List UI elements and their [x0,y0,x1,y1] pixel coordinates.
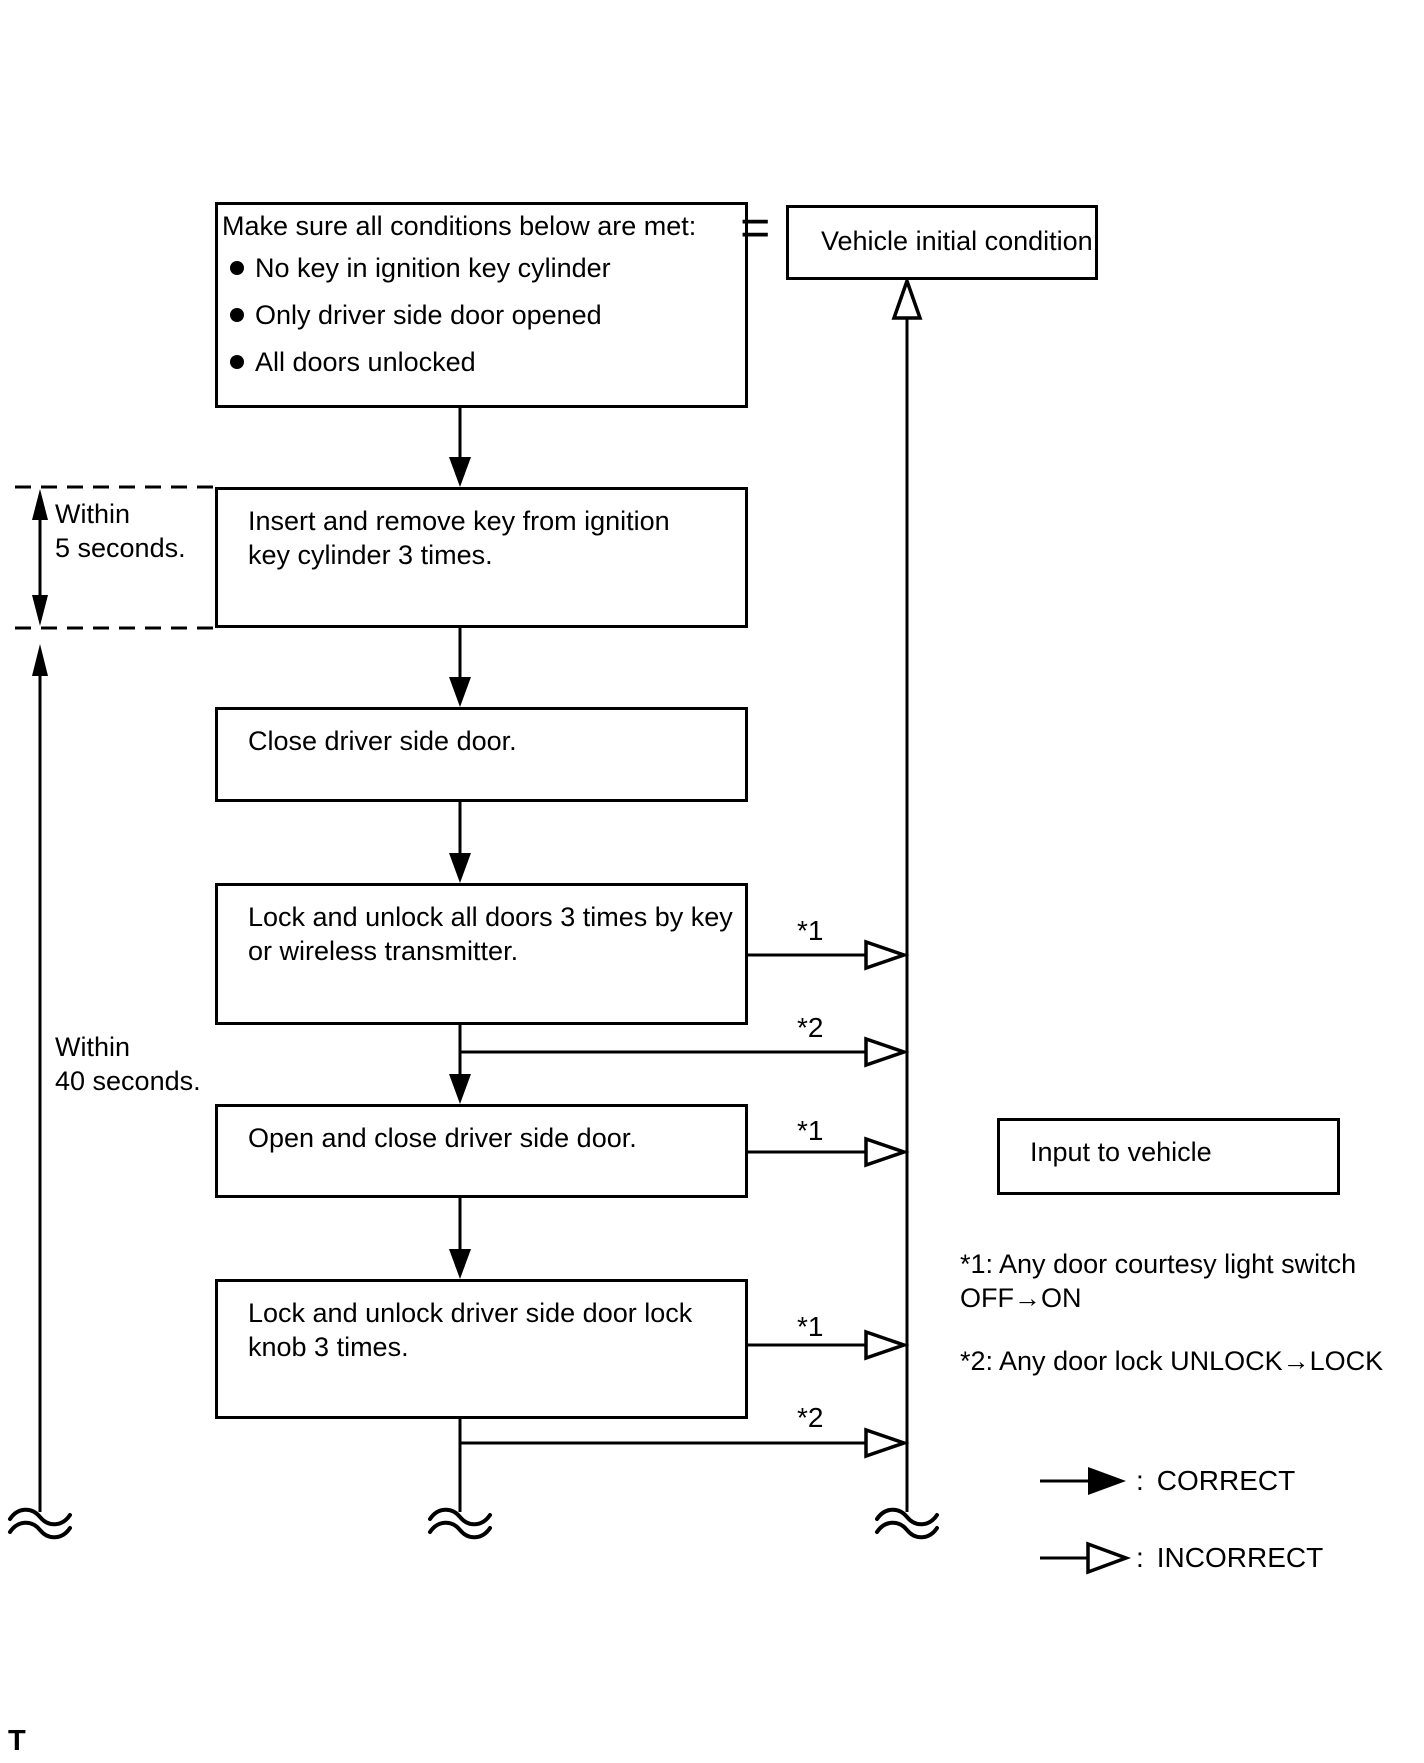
legend-colon: : [1136,1542,1144,1573]
timer-text: 5 seconds. [55,533,186,563]
step-box-open-close-door: Open and close driver side door. [215,1104,748,1198]
connector-label-star1: *1 [797,1115,824,1146]
timer-text: Within [55,1032,131,1062]
break-mark-icon [428,1507,492,1540]
condition-bullet-text: All doors unlocked [255,347,476,377]
step-box-lock-unlock-all-doors: Lock and unlock all doors 3 times by key… [215,883,748,1025]
open-arrowhead-icon [864,1136,910,1168]
bullet-dot-icon [230,308,244,322]
step-box-lock-knob: Lock and unlock driver side door lock kn… [215,1279,748,1419]
timer-text: 40 seconds. [55,1066,201,1096]
flow-arrow-down-icon [449,408,471,487]
vehicle-feedback-line [891,275,923,1512]
open-arrowhead-icon [864,1036,910,1068]
step-box-close-door: Close driver side door. [215,707,748,802]
correct-arrow-icon [1040,1467,1126,1495]
step-text: Insert and remove key from ignition [248,506,670,536]
break-mark-icon [875,1507,939,1540]
bullet-dot-icon [230,261,244,275]
legend-correct-label: CORRECT [1156,1465,1296,1496]
open-arrowhead-icon [864,939,910,971]
connector-label-star1: *1 [797,1311,824,1342]
step-text: or wireless transmitter. [248,936,519,966]
timer-text: Within [55,499,131,529]
open-up-arrowhead-icon [891,275,923,320]
break-mark-icon [8,1507,72,1540]
timer-label-5-seconds: Within 5 seconds. [55,497,186,565]
equals-sign: = [740,199,771,257]
footnote-star2: *2: Any door lock UNLOCK→LOCK [960,1344,1383,1378]
connector-label-star1: *1 [797,915,824,946]
footnote-text: *2: Any door lock UNLOCK→LOCK [960,1346,1384,1376]
input-to-vehicle-label: Input to vehicle [1030,1137,1212,1167]
page-marker: T [8,1725,26,1757]
footnote-text: *1: Any door courtesy light switch [960,1249,1357,1279]
condition-bullet-text: No key in ignition key cylinder [255,253,611,283]
step-box-insert-key: Insert and remove key from ignition key … [215,487,748,628]
step-text: Lock and unlock all doors 3 times by key [248,902,733,932]
condition-box-title: Make sure all conditions below are met: [222,211,697,241]
bullet-dot-icon [230,355,244,369]
forty-seconds-range-arrow-icon [32,644,48,1512]
legend-colon: : [1136,1465,1144,1496]
step-text: Lock and unlock driver side door lock [248,1298,693,1328]
condition-bullet: No key in ignition key cylinder [230,251,611,285]
timer-label-40-seconds: Within 40 seconds. [55,1030,201,1098]
flow-arrow-down-icon [449,1198,471,1279]
step-text: key cylinder 3 times. [248,540,493,570]
step-text: Close driver side door. [248,726,517,756]
flow-arrow-down-icon [449,1025,471,1104]
connector-label-star2: *2 [797,1012,824,1043]
step-text: knob 3 times. [248,1332,409,1362]
condition-bullet: Only driver side door opened [230,298,602,332]
flow-arrow-down-icon [449,802,471,883]
input-to-vehicle-box: Input to vehicle [997,1118,1340,1195]
step-text: Open and close driver side door. [248,1123,637,1153]
open-arrowhead-icon [864,1329,910,1361]
condition-box: Make sure all conditions below are met: … [215,202,748,408]
connector-label-star2: *2 [797,1402,824,1433]
condition-bullet-text: Only driver side door opened [255,300,602,330]
condition-bullet: All doors unlocked [230,345,476,379]
legend-incorrect-label: INCORRECT [1156,1542,1324,1573]
footnote-text: OFF→ON [960,1283,1082,1313]
legend-correct-row: : CORRECT [1136,1464,1295,1498]
vehicle-initial-condition-box: Vehicle initial condition [786,205,1098,280]
footnote-star1: *1: Any door courtesy light switch OFF→O… [960,1247,1356,1315]
vehicle-initial-condition-label: Vehicle initial condition [821,226,1093,256]
open-arrowhead-icon [864,1427,910,1459]
five-seconds-range-arrow-icon [32,489,48,626]
legend-incorrect-row: : INCORRECT [1136,1541,1323,1575]
incorrect-arrow-icon [1040,1541,1132,1575]
flow-arrow-down-icon [449,628,471,707]
